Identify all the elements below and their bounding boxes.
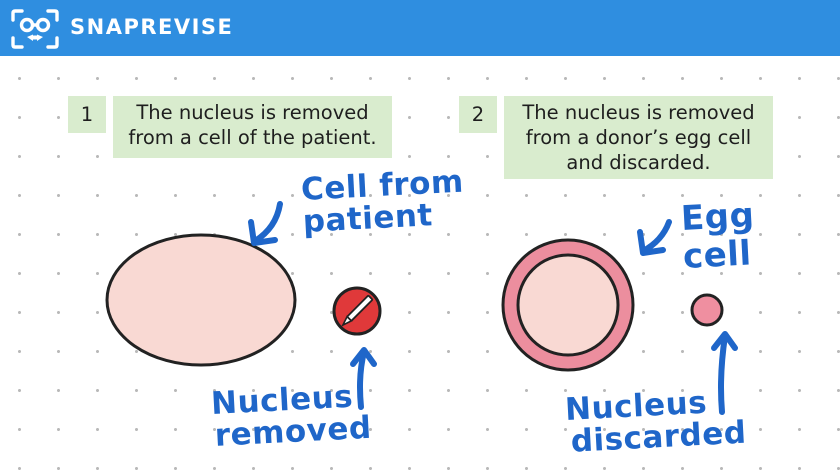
brand-name[interactable]: SNAPREVISE [70, 15, 234, 39]
label-cell-from-patient: Cell from patient [300, 164, 466, 240]
step-2-text-box: The nucleus is removed from a donor’s eg… [504, 96, 773, 179]
step-1-number-box: 1 [68, 96, 106, 133]
label-nucleus-discarded: Nucleus discarded [564, 385, 748, 460]
step-2-text: The nucleus is removed from a donor’s eg… [522, 101, 755, 174]
header-bar: SNAPREVISE [0, 0, 840, 56]
arrow-to-removed-nucleus [350, 347, 377, 410]
label-nucleus-removed: Nucleus removed [210, 379, 373, 454]
egg-cell [501, 238, 635, 372]
label-egg-cell-line-2: cell [681, 233, 753, 277]
label-nucleus-removed-line-2: removed [213, 409, 373, 454]
label-egg-cell: Egg cell [679, 195, 757, 277]
step-1-number: 1 [80, 103, 94, 126]
label-egg-cell-line-1: Egg [679, 195, 756, 239]
step-2-number: 2 [471, 103, 485, 126]
step-1-text-box: The nucleus is removed from a cell of th… [113, 96, 392, 158]
arrow-to-patient-cell [248, 201, 283, 246]
label-nucleus-discarded-line-2: discarded [569, 414, 748, 460]
arrow-to-egg-cell [637, 219, 672, 256]
patient-cell [105, 233, 297, 367]
step-1-text: The nucleus is removed from a cell of th… [128, 101, 377, 149]
discarded-nucleus [690, 293, 724, 327]
removed-nucleus [332, 286, 382, 336]
snaprevise-logo-icon[interactable] [10, 8, 60, 50]
arrow-to-discarded-nucleus [711, 331, 738, 415]
step-2-number-box: 2 [459, 96, 497, 133]
